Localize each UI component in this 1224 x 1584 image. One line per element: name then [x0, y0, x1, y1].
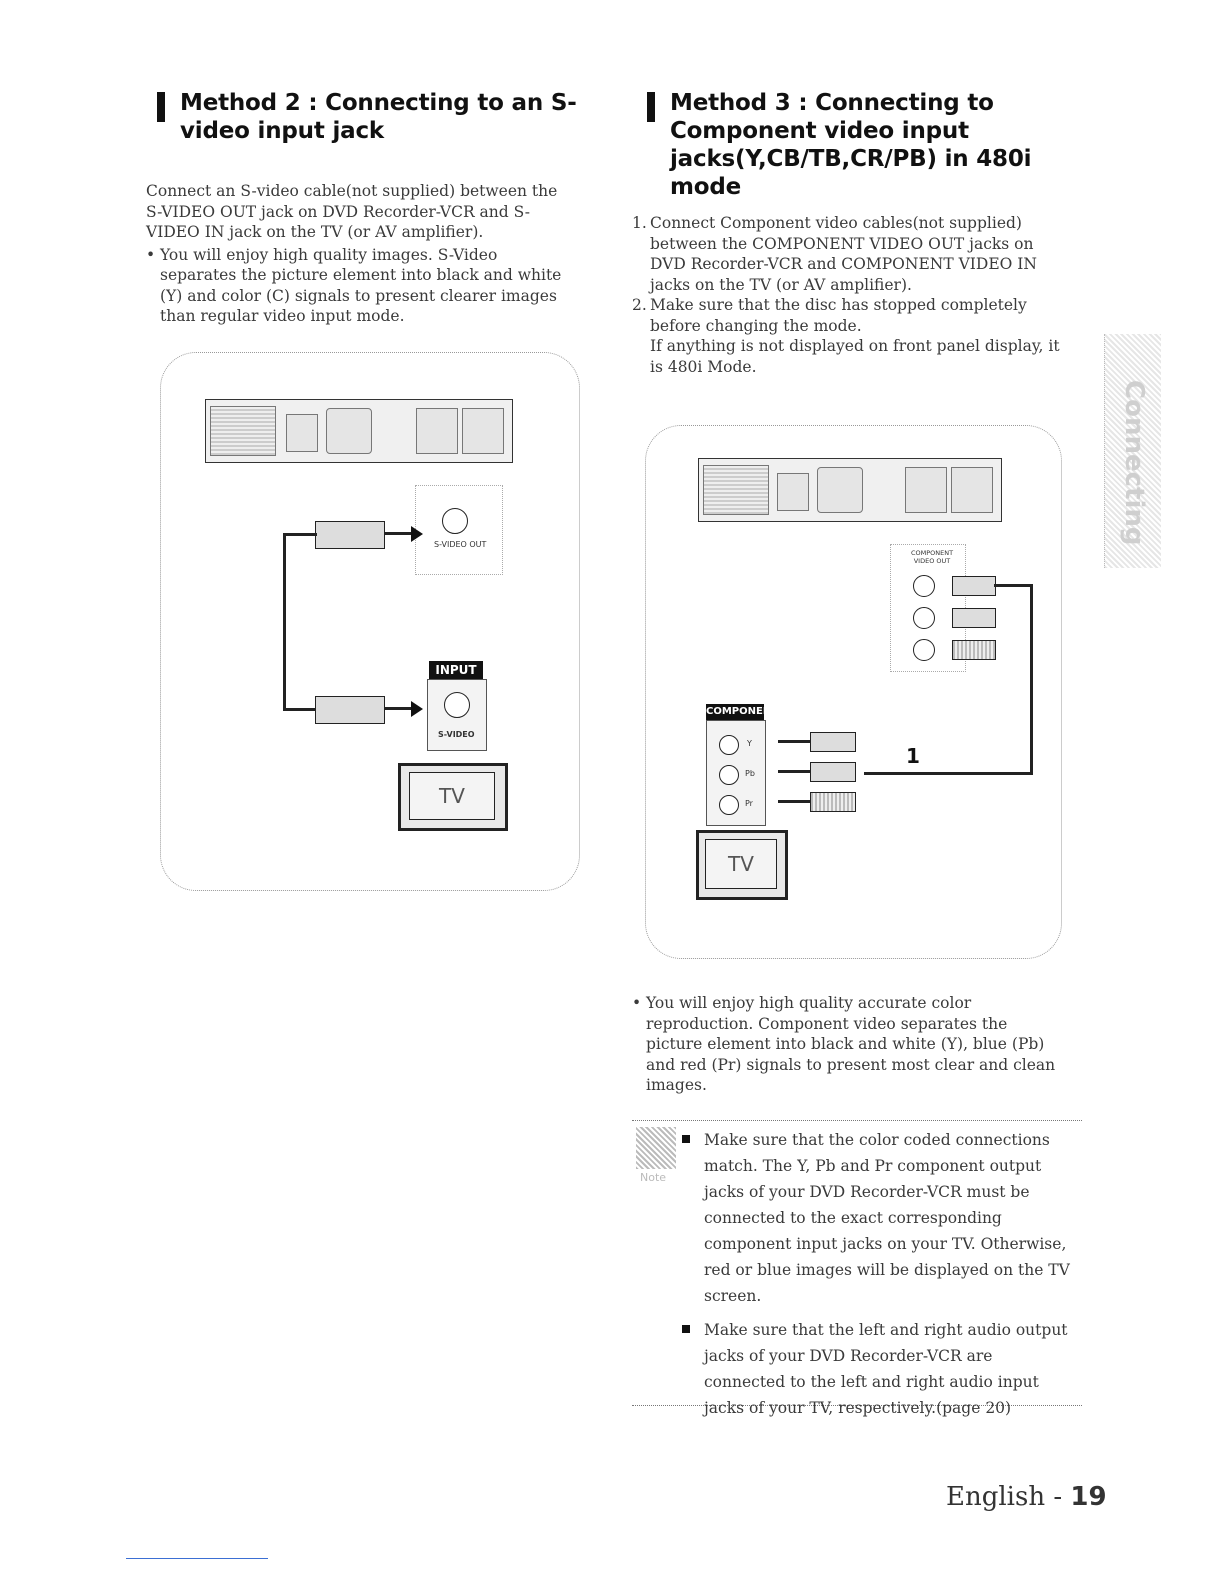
vcr-jack-panel-4: [951, 467, 993, 513]
dvd-recorder-vcr-rear-panel-2: [698, 458, 1002, 522]
left-bullet: • You will enjoy high quality images. S-…: [146, 245, 576, 327]
component-tag: COMPONENT: [706, 704, 778, 720]
component-plug-in-pb: [810, 762, 856, 782]
component-plug-out-pr: [952, 640, 996, 660]
left-heading: Method 2 : Connecting to an S-video inpu…: [180, 90, 577, 144]
right-heading-bar: [647, 92, 655, 122]
page-footer: English - 19: [946, 1482, 1107, 1512]
svideo-out-jack: [442, 508, 468, 534]
plug-arrow-top: [385, 532, 415, 535]
note-item-1: Make sure that the color coded connectio…: [678, 1127, 1078, 1309]
component-out-label: COMPONENT VIDEO OUT: [910, 549, 954, 565]
vcr-fan-2: [817, 467, 863, 513]
right-steps: 1. Connect Component video cables(not su…: [632, 213, 1066, 377]
arrow-head-top: [411, 526, 423, 542]
svideo-out-label: S-VIDEO OUT: [434, 540, 487, 549]
component-out-jack-pb: [913, 607, 935, 629]
note-bullet-2: [682, 1325, 690, 1333]
component-plug-out-pb: [952, 608, 996, 628]
component-in-jack-pb: [719, 765, 739, 785]
arrow-head-bottom: [411, 701, 423, 717]
component-plug-out-y: [952, 576, 996, 596]
left-intro: Connect an S-video cable(not supplied) b…: [146, 181, 576, 327]
component-in-jack-pr: [719, 795, 739, 815]
svideo-in-jack: [444, 692, 470, 718]
note-item-2-text: Make sure that the left and right audio …: [704, 1321, 1068, 1417]
component-connection-diagram: COMPONENT VIDEO OUT COMPONENT Y Pb Pr 1 …: [645, 425, 1062, 959]
vcr-vent-panel: [210, 406, 276, 456]
step-2: 2. Make sure that the disc has stopped c…: [632, 295, 1066, 336]
right-bullet-text: You will enjoy high quality accurate col…: [646, 994, 1056, 1094]
step-2-text: Make sure that the disc has stopped comp…: [650, 296, 1027, 335]
right-bullet-row: • You will enjoy high quality accurate c…: [632, 993, 1066, 1096]
side-section-tab: Connecting: [1104, 334, 1161, 568]
jack-label-pb: Pb: [745, 769, 755, 778]
vcr-jack-panel: [416, 408, 458, 454]
svideo-label: S-VIDEO: [438, 730, 475, 739]
bullet-dot: •: [146, 245, 156, 264]
dvd-recorder-vcr-rear-panel: [205, 399, 513, 463]
svideo-cable-horizontal-bottom: [283, 708, 317, 711]
plug-arrow-bottom: [385, 707, 415, 710]
svideo-cable-vertical: [283, 533, 286, 711]
svideo-plug-top: [315, 521, 385, 549]
step-2-extra: If anything is not displayed on front pa…: [650, 337, 1060, 376]
component-cable-right-top: [994, 584, 1032, 587]
vcr-jack-panel-2: [462, 408, 504, 454]
vcr-rf-block-2: [777, 473, 809, 511]
component-cable-right-vertical: [1030, 584, 1033, 774]
callout-number: 1: [906, 744, 920, 768]
footer-separator: -: [1045, 1482, 1071, 1512]
component-plug-in-y: [810, 732, 856, 752]
component-out-jack-pr: [913, 639, 935, 661]
right-bullet: • You will enjoy high quality accurate c…: [632, 993, 1066, 1096]
component-out-jack-y: [913, 575, 935, 597]
note-item-1-text: Make sure that the color coded connectio…: [704, 1131, 1070, 1305]
svideo-out-zoom: S-VIDEO OUT: [415, 485, 503, 575]
footer-language: English: [946, 1482, 1046, 1512]
component-lead-pb: [778, 770, 810, 773]
right-heading: Method 3 : Connecting to Component video…: [670, 90, 1032, 200]
tv-svideo-input-panel: S-VIDEO: [427, 679, 487, 751]
left-intro-text: Connect an S-video cable(not supplied) b…: [146, 182, 558, 241]
note-icon-label: Note: [640, 1171, 667, 1184]
tv-set-2: TV: [696, 830, 788, 900]
vcr-fan: [326, 408, 372, 454]
vcr-rf-block: [286, 414, 318, 452]
tv-screen-2: TV: [705, 839, 777, 889]
left-bullet-text: You will enjoy high quality images. S-Vi…: [160, 245, 562, 326]
tv-screen: TV: [409, 772, 495, 820]
step-1-text: Connect Component video cables(not suppl…: [650, 214, 1037, 294]
note-item-2: Make sure that the left and right audio …: [678, 1317, 1078, 1421]
note-bullet-1: [682, 1135, 690, 1143]
step-1: 1. Connect Component video cables(not su…: [632, 213, 1066, 295]
svideo-connection-diagram: S-VIDEO OUT INPUT S-VIDEO TV: [160, 352, 580, 891]
tv-set: TV: [398, 763, 508, 831]
input-tag: INPUT: [429, 661, 483, 679]
component-lead-y: [778, 740, 810, 743]
side-tab-text: Connecting: [1119, 380, 1149, 546]
step-1-number: 1.: [632, 214, 647, 232]
vcr-jack-panel-3: [905, 467, 947, 513]
step-2-number: 2.: [632, 296, 647, 314]
svideo-cable-horizontal-top: [285, 533, 317, 536]
component-cable-bottom: [864, 772, 1033, 775]
tv-component-input-panel: Y Pb Pr: [706, 720, 766, 826]
footer-page-number: 19: [1070, 1482, 1107, 1512]
component-lead-pr: [778, 800, 810, 803]
jack-label-y: Y: [747, 739, 752, 748]
bottom-rule: [126, 1558, 268, 1559]
jack-label-pr: Pr: [745, 799, 753, 808]
note-box: Note Make sure that the color coded conn…: [632, 1120, 1082, 1417]
component-plug-in-pr: [810, 792, 856, 812]
svideo-plug-bottom: [315, 696, 385, 724]
component-in-jack-y: [719, 735, 739, 755]
vcr-vent-panel-2: [703, 465, 769, 515]
note-icon: [636, 1127, 676, 1169]
left-heading-bar: [157, 92, 165, 122]
bullet-dot-2: •: [632, 994, 642, 1012]
note-list: Make sure that the color coded connectio…: [678, 1127, 1078, 1429]
